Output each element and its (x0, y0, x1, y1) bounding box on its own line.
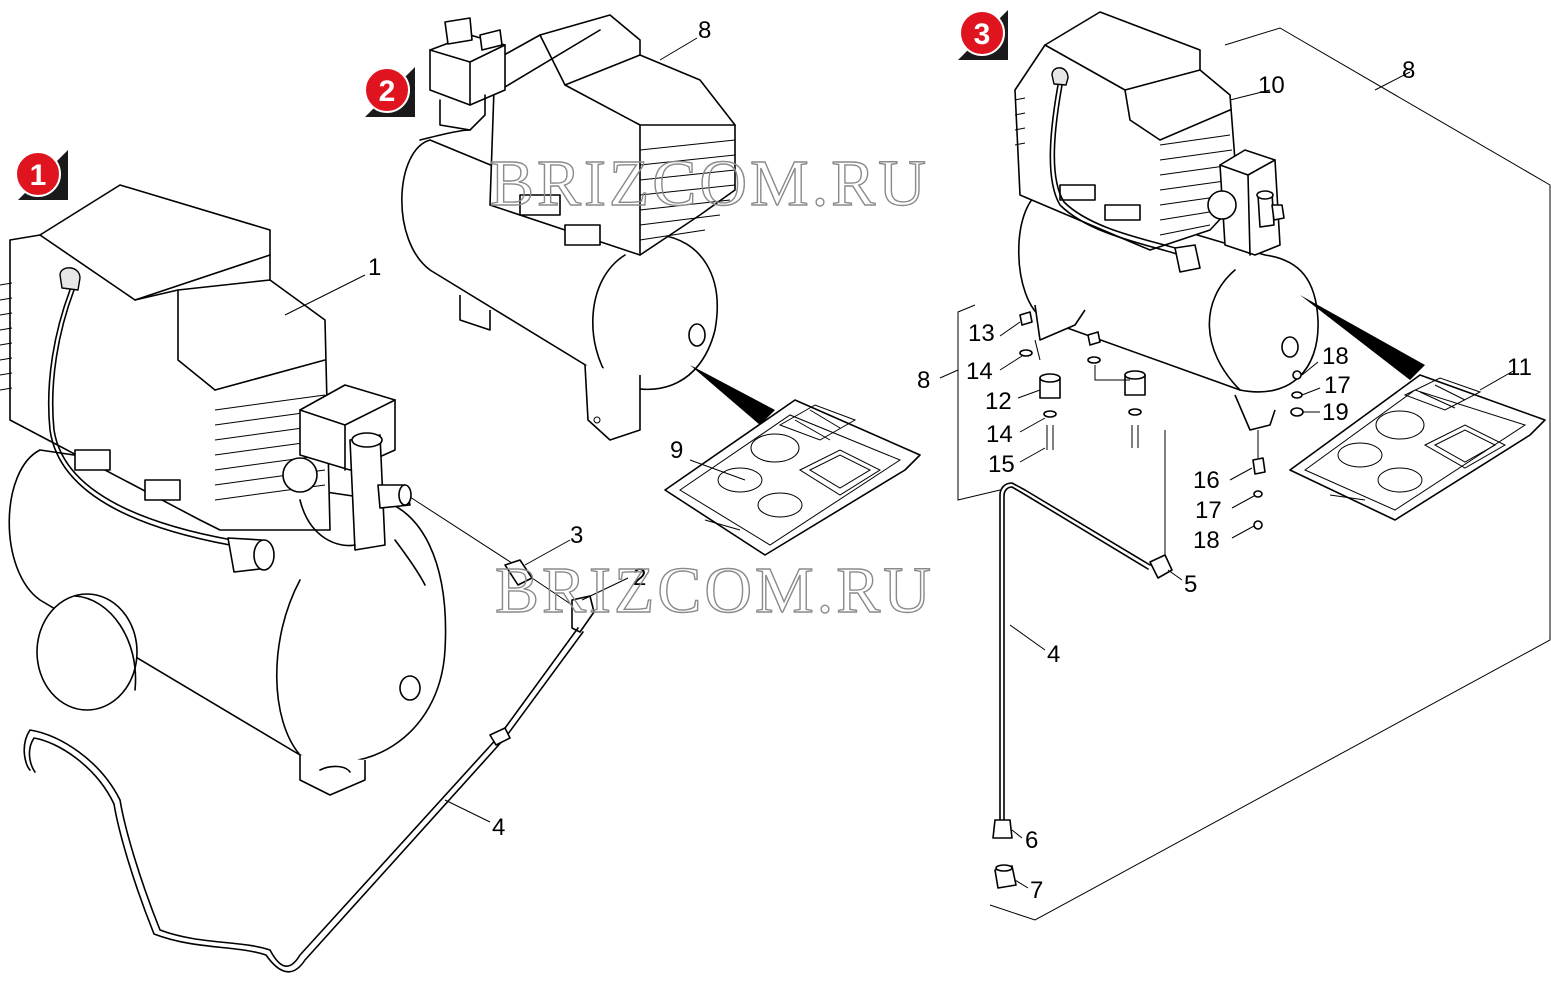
view-2-compressor: 2 8 9 (364, 14, 921, 556)
label-10: 10 (1258, 72, 1285, 99)
label-4-tube: 4 (1047, 641, 1060, 668)
label-2: 2 (633, 564, 646, 591)
watermark-top: BRIZCOM.RU (490, 147, 929, 220)
badge-2: 2 (364, 67, 415, 117)
label-6: 6 (1025, 827, 1038, 854)
label-19: 19 (1322, 399, 1349, 426)
label-17-top: 17 (1324, 372, 1351, 399)
label-3: 3 (570, 522, 583, 549)
label-12: 12 (985, 388, 1012, 415)
badge-2-number: 2 (379, 75, 396, 108)
label-17-bottom: 17 (1195, 497, 1222, 524)
label-9: 9 (670, 437, 683, 464)
badge-3-number: 3 (974, 18, 991, 51)
label-5: 5 (1184, 571, 1197, 598)
label-7: 7 (1030, 877, 1043, 904)
label-14-top: 14 (966, 358, 993, 385)
watermark-bottom: BRIZCOM.RU (495, 554, 934, 627)
motor-cooling-fins (0, 282, 326, 501)
label-18-top: 18 (1322, 343, 1349, 370)
label-8: 8 (698, 17, 711, 44)
label-16: 16 (1193, 467, 1220, 494)
label-13: 13 (968, 320, 995, 347)
label-18-bottom: 18 (1193, 527, 1220, 554)
view-3-compressor: 3 (917, 10, 1551, 921)
label-15: 15 (988, 451, 1015, 478)
badge-1-number: 1 (30, 159, 47, 192)
label-14-bottom: 14 (986, 421, 1013, 448)
label-8-kit: 8 (1402, 57, 1415, 84)
badge-3: 3 (958, 10, 1008, 60)
view-1-compressor: 1 (0, 150, 646, 973)
label-4: 4 (492, 814, 505, 841)
label-1: 1 (368, 254, 381, 281)
label-8-mount: 8 (917, 367, 930, 394)
label-11: 11 (1507, 354, 1532, 381)
badge-1: 1 (15, 150, 68, 200)
